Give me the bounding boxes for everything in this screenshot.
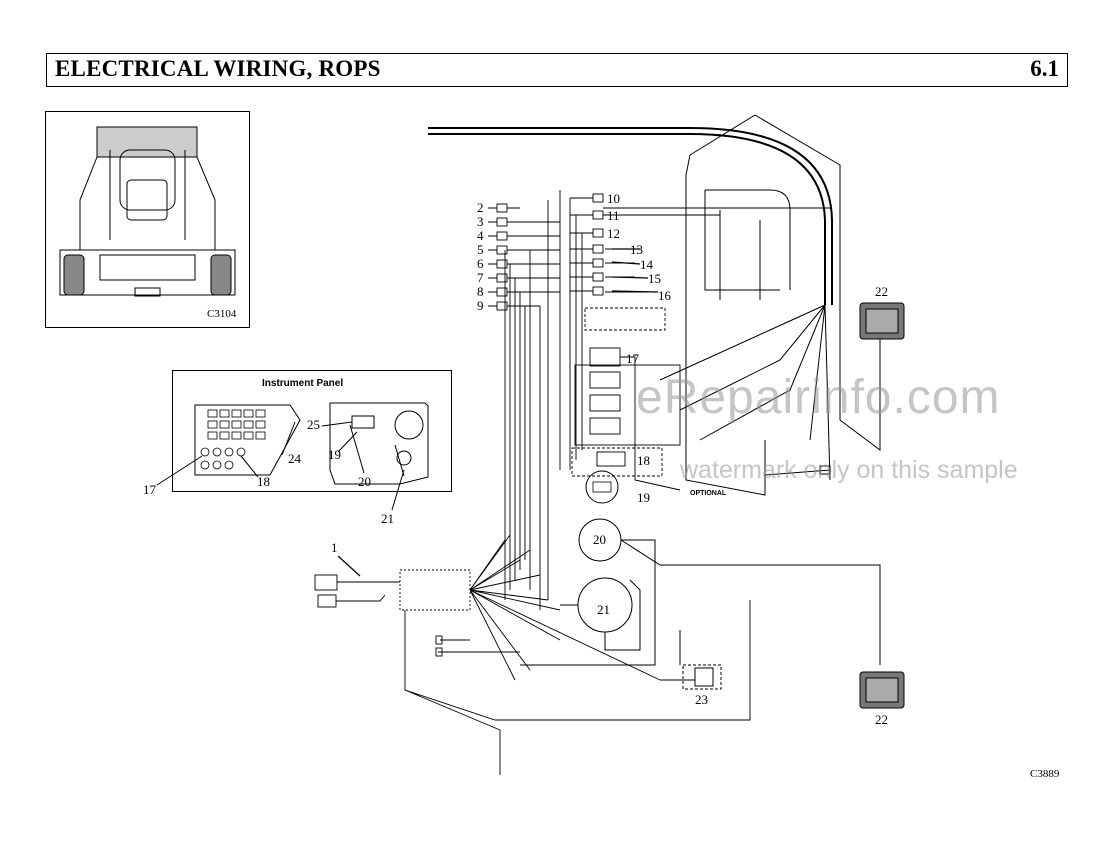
connector-label-2: 2 xyxy=(477,200,484,215)
connector-label-9: 9 xyxy=(477,298,484,313)
component-label-21: 21 xyxy=(597,602,610,617)
connector-label-16: 16 xyxy=(658,288,671,303)
component-label-20: 20 xyxy=(593,532,606,547)
section-number: 6.1 xyxy=(1030,56,1059,81)
connector-label-6: 6 xyxy=(477,256,484,271)
machine-rear-view-inset xyxy=(45,111,250,328)
component-label-17: 17 xyxy=(626,351,639,366)
connector-block-left xyxy=(488,190,561,610)
panel-label-24: 24 xyxy=(288,451,301,466)
instrument-panel-inset xyxy=(172,370,452,492)
lamps-and-speaker xyxy=(660,302,905,709)
rops-harness xyxy=(428,114,881,496)
component-label-1: 1 xyxy=(331,540,338,555)
connector-label-13: 13 xyxy=(630,242,643,257)
machine-sketch xyxy=(59,126,236,297)
inset-figure-code: C3104 xyxy=(207,308,237,320)
instrument-panel-title: Instrument Panel xyxy=(262,378,344,389)
connector-label-3: 3 xyxy=(477,214,484,229)
page-title: ELECTRICAL WIRING, ROPS xyxy=(55,56,381,81)
gauge-devices xyxy=(520,470,881,666)
section-header: ELECTRICAL WIRING, ROPS 6.1 xyxy=(46,53,1068,87)
connector-label-8: 8 xyxy=(477,284,484,299)
connector-label-14: 14 xyxy=(640,257,653,272)
diagram-figure-code: C3889 xyxy=(1030,768,1060,780)
component-label-22-top: 22 xyxy=(875,284,888,299)
watermark-site: eRepairinfo.com xyxy=(636,371,1001,424)
component-label-23: 23 xyxy=(695,692,708,707)
watermark-note: watermark only on this sample xyxy=(680,456,1018,484)
connector-label-11: 11 xyxy=(607,208,620,223)
connector-label-10: 10 xyxy=(607,191,620,206)
optional-note: OPTIONAL xyxy=(690,490,727,497)
connector-label-7: 7 xyxy=(477,270,484,285)
switch-stack xyxy=(571,307,681,491)
component-label-19: 19 xyxy=(637,490,650,505)
leader-arrows xyxy=(337,248,659,577)
panel-label-25: 25 xyxy=(307,417,320,432)
instrument-panel-drawing xyxy=(156,402,429,511)
component-label-18: 18 xyxy=(637,453,650,468)
panel-label-18: 18 xyxy=(257,474,270,489)
connector-label-15: 15 xyxy=(648,271,661,286)
connector-label-12: 12 xyxy=(607,226,620,241)
connector-label-4: 4 xyxy=(477,228,484,243)
component-label-22-bottom: 22 xyxy=(875,712,888,727)
panel-label-19: 19 xyxy=(328,447,341,462)
connector-label-5: 5 xyxy=(477,242,484,257)
panel-label-21: 21 xyxy=(381,511,394,526)
panel-label-20: 20 xyxy=(358,474,371,489)
panel-label-17: 17 xyxy=(143,482,156,497)
main-harness xyxy=(314,534,751,775)
